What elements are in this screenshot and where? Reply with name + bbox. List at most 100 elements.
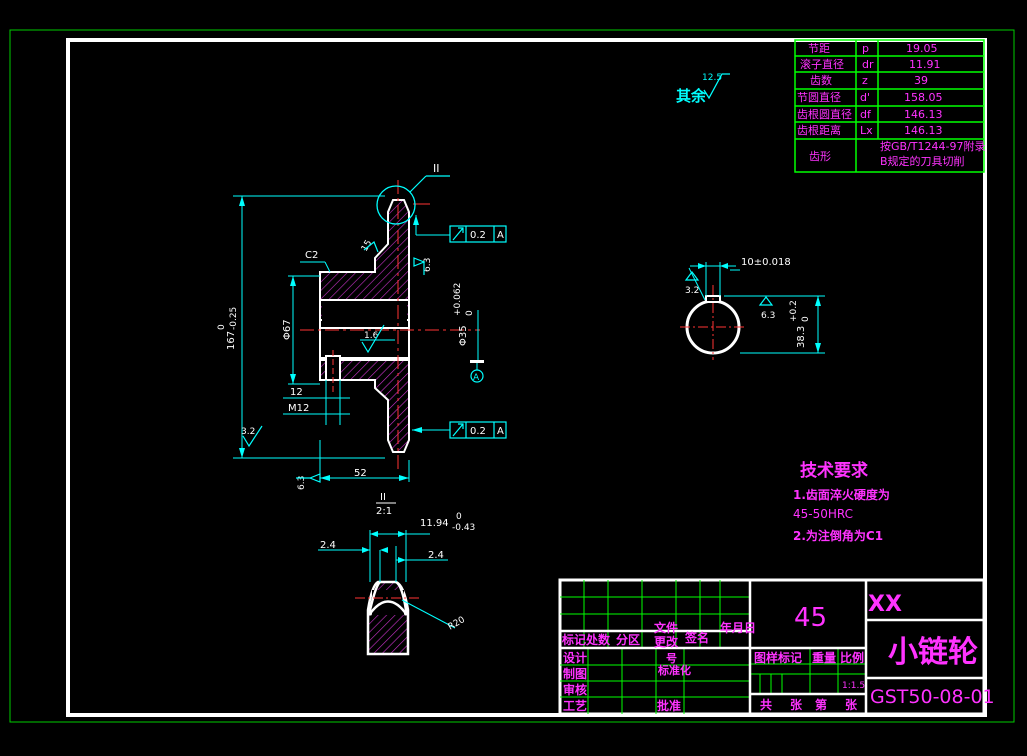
detail-radius: R20 — [447, 615, 468, 633]
params-table — [794, 39, 985, 173]
roughness-symbol-icon — [758, 296, 774, 306]
roughness-symbol-icon — [413, 257, 426, 275]
dim-outer: 167 — [226, 331, 237, 350]
roughness-symbol-icon — [361, 324, 385, 354]
tb-label-change: 更改 — [654, 634, 679, 649]
detail-view: II 2:1 11.94 0 -0.43 2.4 2.4 — [318, 492, 475, 656]
param-value-4: 146.13 — [904, 108, 943, 121]
tb-label-sign: 签名 — [684, 630, 709, 645]
dim-bore: Φ67 — [282, 319, 293, 340]
key-width: 10±0.018 — [741, 257, 791, 268]
main-view: II — [217, 162, 507, 490]
tb-label-count: 处数 — [585, 632, 611, 647]
runout-bottom-datum: A — [497, 426, 504, 437]
angle-15: 15 — [360, 239, 374, 254]
param-value-0: 19.05 — [906, 42, 938, 55]
detail-tooth-tol-lower: -0.43 — [452, 523, 475, 533]
param-value-2: 39 — [914, 74, 928, 87]
material: 45 — [794, 603, 827, 633]
tb-ratio: 比例 — [840, 650, 864, 665]
tb-sheet-word2: 张 — [845, 697, 858, 712]
tb-label-zone: 分区 — [616, 632, 640, 647]
tb-sheet-total: 共 — [760, 697, 772, 712]
tb-label-file: 文件 — [654, 620, 678, 635]
scale-value: 1:1.5 — [842, 681, 865, 691]
runout-top-datum: A — [497, 230, 504, 241]
dim-outer-tol-lower: -0.25 — [229, 307, 239, 330]
detail-scale: 2:1 — [376, 506, 392, 517]
roughness-symbol-icon — [242, 425, 263, 448]
params-table-text: 节距 p 19.05 滚子直径 dr 11.91 齿数 z 39 节圆直径 d'… — [797, 42, 985, 168]
datum-circle — [470, 369, 484, 383]
tb-role-draw: 制图 — [563, 666, 587, 681]
roughness-symbol-icon — [703, 73, 730, 100]
param-value-3: 158.05 — [904, 91, 943, 104]
keyway-section: 10±0.018 38.3 +0.2 0 3.2 6.3 — [680, 257, 825, 360]
key-roughness-side: 6.3 — [761, 311, 775, 321]
param-name-3: 节圆直径 — [797, 90, 841, 104]
param-value-5: 146.13 — [904, 124, 943, 137]
dim-outer-tol-upper: 0 — [217, 324, 227, 330]
datum-triangle — [470, 360, 484, 363]
tb-sheet-no: 第 — [815, 697, 827, 712]
param-name-6: 齿形 — [809, 150, 831, 163]
tech-requirements: 技术要求 1.齿面淬火硬度为 45-50HRC 2.为注倒角为C1 — [793, 460, 890, 543]
tb-stage-mark: 图样标记 — [754, 650, 802, 665]
roughness-symbol-icon — [296, 473, 321, 483]
key-tol-lower: 0 — [801, 316, 811, 322]
param-name-0: 节距 — [808, 42, 830, 55]
key-depth: 38.3 — [796, 326, 807, 348]
param-symbol-1: dr — [862, 58, 874, 71]
detail-label: II — [380, 492, 386, 503]
part-name: 小链轮 — [888, 635, 978, 670]
param-value-6b: B规定的刀具切削 — [880, 154, 965, 168]
tb-doc-word2: 号 — [666, 652, 677, 665]
roughness-bottom: 6.3 — [297, 476, 307, 490]
param-value-6a: 按GB/T1244-97附录 — [880, 139, 985, 153]
drawing-frame — [66, 38, 987, 717]
key-tol-upper: +0.2 — [789, 300, 799, 322]
tb-role-design: 设计 — [563, 650, 587, 665]
runout-top-tol: 0.2 — [470, 230, 486, 241]
tb-sheet-word: 张 — [790, 697, 803, 712]
dim-m12: M12 — [288, 403, 309, 414]
detail-chamfer-right: 2.4 — [428, 550, 444, 561]
chamfer-c2: C2 — [305, 250, 318, 261]
tb-role-review: 审核 — [563, 682, 587, 697]
detail-tooth-tol-upper: 0 — [456, 512, 462, 522]
detail-tooth-width: 11.94 — [420, 518, 449, 529]
dim-12: 12 — [290, 387, 303, 398]
param-symbol-3: d' — [860, 91, 870, 104]
requirements-title: 技术要求 — [800, 460, 868, 481]
roughness-left: 3.2 — [241, 427, 255, 437]
tb-role-process: 工艺 — [563, 698, 587, 713]
key-roughness-top: 3.2 — [685, 286, 699, 296]
param-symbol-4: df — [860, 108, 872, 121]
tb-weight: 重量 — [812, 650, 836, 665]
roughness-right: 6.3 — [423, 258, 433, 272]
roughness-note-prefix: 其余 — [676, 87, 707, 105]
detail-circle — [376, 185, 416, 225]
tb-label-mark: 标记 — [561, 632, 586, 647]
param-name-1: 滚子直径 — [800, 57, 844, 71]
roughness-symbol-icon — [363, 241, 379, 253]
bore — [322, 300, 407, 328]
param-symbol-0: p — [862, 42, 869, 55]
outer-border — [9, 29, 1015, 723]
drawing-number: GST50-08-01 — [870, 686, 995, 708]
company-name: XX — [868, 592, 902, 617]
runout-arrow-icon — [452, 423, 464, 437]
param-name-4: 齿根圆直径 — [797, 107, 852, 121]
dim-hub-tol-lower: 0 — [465, 310, 475, 316]
roughness-symbol-icon — [684, 271, 700, 281]
param-symbol-5: Lx — [860, 124, 873, 137]
dim-hub-tol-upper: +0.062 — [453, 283, 463, 316]
datum-label: A — [473, 373, 480, 383]
title-block: 45 XX 小链轮 GST50-08-01 1:1.5 标记 处数 分区 文件 … — [558, 578, 995, 716]
param-symbol-2: z — [862, 74, 868, 87]
dim-hub: Φ35 — [458, 325, 469, 346]
requirements-item1b: 45-50HRC — [793, 507, 853, 521]
param-name-2: 齿数 — [810, 74, 832, 87]
tb-approve: 批准 — [657, 698, 681, 713]
